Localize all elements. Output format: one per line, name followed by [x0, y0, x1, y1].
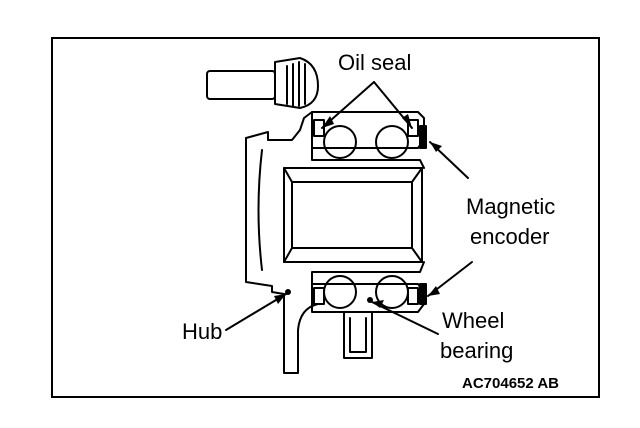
arrowheads	[274, 114, 442, 308]
label-magnetic: Magnetic	[466, 194, 555, 219]
leader-lines	[225, 81, 473, 335]
hub-bore	[283, 167, 423, 263]
label-bearing: bearing	[440, 338, 513, 363]
point-dots	[285, 289, 373, 303]
label-encoder: encoder	[470, 224, 550, 249]
label-wheel: Wheel	[442, 308, 504, 333]
outer-race-lower	[311, 261, 425, 359]
wheel-stud	[206, 57, 319, 109]
label-hub: Hub	[182, 319, 222, 344]
oil-seal-parts	[313, 119, 419, 305]
label-oil-seal: Oil seal	[338, 50, 411, 75]
figure-code: AC704652 AB	[462, 375, 559, 392]
bearing-balls	[323, 125, 409, 309]
hub-flange	[245, 111, 319, 374]
diagram-frame	[51, 37, 600, 398]
magnetic-encoder-parts	[419, 125, 427, 305]
